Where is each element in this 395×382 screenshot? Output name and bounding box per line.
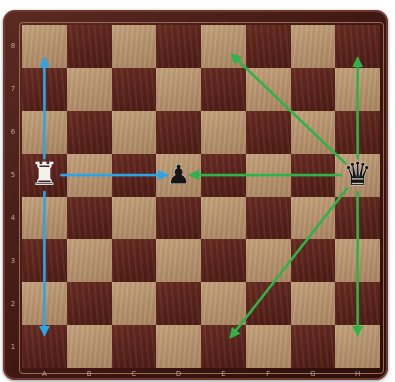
square-c6[interactable] xyxy=(112,111,157,154)
rank-label-4: 4 xyxy=(7,197,19,240)
file-labels: A B C D E F G H xyxy=(22,369,380,379)
square-b8[interactable] xyxy=(67,25,112,68)
square-c2[interactable] xyxy=(112,282,157,325)
square-f2[interactable] xyxy=(246,282,291,325)
square-b7[interactable] xyxy=(67,68,112,111)
square-a2[interactable] xyxy=(22,282,67,325)
rank-label-5: 5 xyxy=(7,154,19,197)
square-h6[interactable] xyxy=(335,111,380,154)
file-label-e: E xyxy=(201,369,246,379)
square-e4[interactable] xyxy=(201,197,246,240)
square-d1[interactable] xyxy=(156,325,201,368)
square-d7[interactable] xyxy=(156,68,201,111)
square-a8[interactable] xyxy=(22,25,67,68)
rank-labels: 8 7 6 5 4 3 2 1 xyxy=(7,25,19,368)
square-d8[interactable] xyxy=(156,25,201,68)
square-d2[interactable] xyxy=(156,282,201,325)
square-h3[interactable] xyxy=(335,239,380,282)
square-a5[interactable] xyxy=(22,154,67,197)
square-e8[interactable] xyxy=(201,25,246,68)
square-g5[interactable] xyxy=(291,154,336,197)
square-h1[interactable] xyxy=(335,325,380,368)
rank-label-6: 6 xyxy=(7,111,19,154)
square-h8[interactable] xyxy=(335,25,380,68)
square-e3[interactable] xyxy=(201,239,246,282)
square-d5[interactable] xyxy=(156,154,201,197)
file-label-c: C xyxy=(112,369,157,379)
square-f4[interactable] xyxy=(246,197,291,240)
square-b2[interactable] xyxy=(67,282,112,325)
square-c7[interactable] xyxy=(112,68,157,111)
square-a4[interactable] xyxy=(22,197,67,240)
file-label-h: H xyxy=(335,369,380,379)
square-b5[interactable] xyxy=(67,154,112,197)
chess-board xyxy=(22,25,380,368)
square-g6[interactable] xyxy=(291,111,336,154)
square-e2[interactable] xyxy=(201,282,246,325)
square-f5[interactable] xyxy=(246,154,291,197)
square-h4[interactable] xyxy=(335,197,380,240)
square-g3[interactable] xyxy=(291,239,336,282)
square-e1[interactable] xyxy=(201,325,246,368)
square-h7[interactable] xyxy=(335,68,380,111)
square-c1[interactable] xyxy=(112,325,157,368)
file-label-d: D xyxy=(156,369,201,379)
rank-label-8: 8 xyxy=(7,25,19,68)
rank-label-1: 1 xyxy=(7,325,19,368)
square-e7[interactable] xyxy=(201,68,246,111)
square-h5[interactable] xyxy=(335,154,380,197)
rank-label-2: 2 xyxy=(7,282,19,325)
square-c3[interactable] xyxy=(112,239,157,282)
square-g4[interactable] xyxy=(291,197,336,240)
square-b6[interactable] xyxy=(67,111,112,154)
square-a7[interactable] xyxy=(22,68,67,111)
square-f6[interactable] xyxy=(246,111,291,154)
square-g8[interactable] xyxy=(291,25,336,68)
square-f7[interactable] xyxy=(246,68,291,111)
square-c4[interactable] xyxy=(112,197,157,240)
square-g1[interactable] xyxy=(291,325,336,368)
file-label-g: G xyxy=(291,369,336,379)
square-e5[interactable] xyxy=(201,154,246,197)
square-a1[interactable] xyxy=(22,325,67,368)
square-f1[interactable] xyxy=(246,325,291,368)
square-c8[interactable] xyxy=(112,25,157,68)
rank-label-7: 7 xyxy=(7,68,19,111)
square-b1[interactable] xyxy=(67,325,112,368)
square-g7[interactable] xyxy=(291,68,336,111)
square-f3[interactable] xyxy=(246,239,291,282)
rank-label-3: 3 xyxy=(7,239,19,282)
square-d4[interactable] xyxy=(156,197,201,240)
square-d3[interactable] xyxy=(156,239,201,282)
square-b4[interactable] xyxy=(67,197,112,240)
square-d6[interactable] xyxy=(156,111,201,154)
square-h2[interactable] xyxy=(335,282,380,325)
file-label-b: B xyxy=(67,369,112,379)
square-f8[interactable] xyxy=(246,25,291,68)
file-label-a: A xyxy=(22,369,67,379)
square-g2[interactable] xyxy=(291,282,336,325)
file-label-f: F xyxy=(246,369,291,379)
square-e6[interactable] xyxy=(201,111,246,154)
square-b3[interactable] xyxy=(67,239,112,282)
square-a6[interactable] xyxy=(22,111,67,154)
square-c5[interactable] xyxy=(112,154,157,197)
square-a3[interactable] xyxy=(22,239,67,282)
